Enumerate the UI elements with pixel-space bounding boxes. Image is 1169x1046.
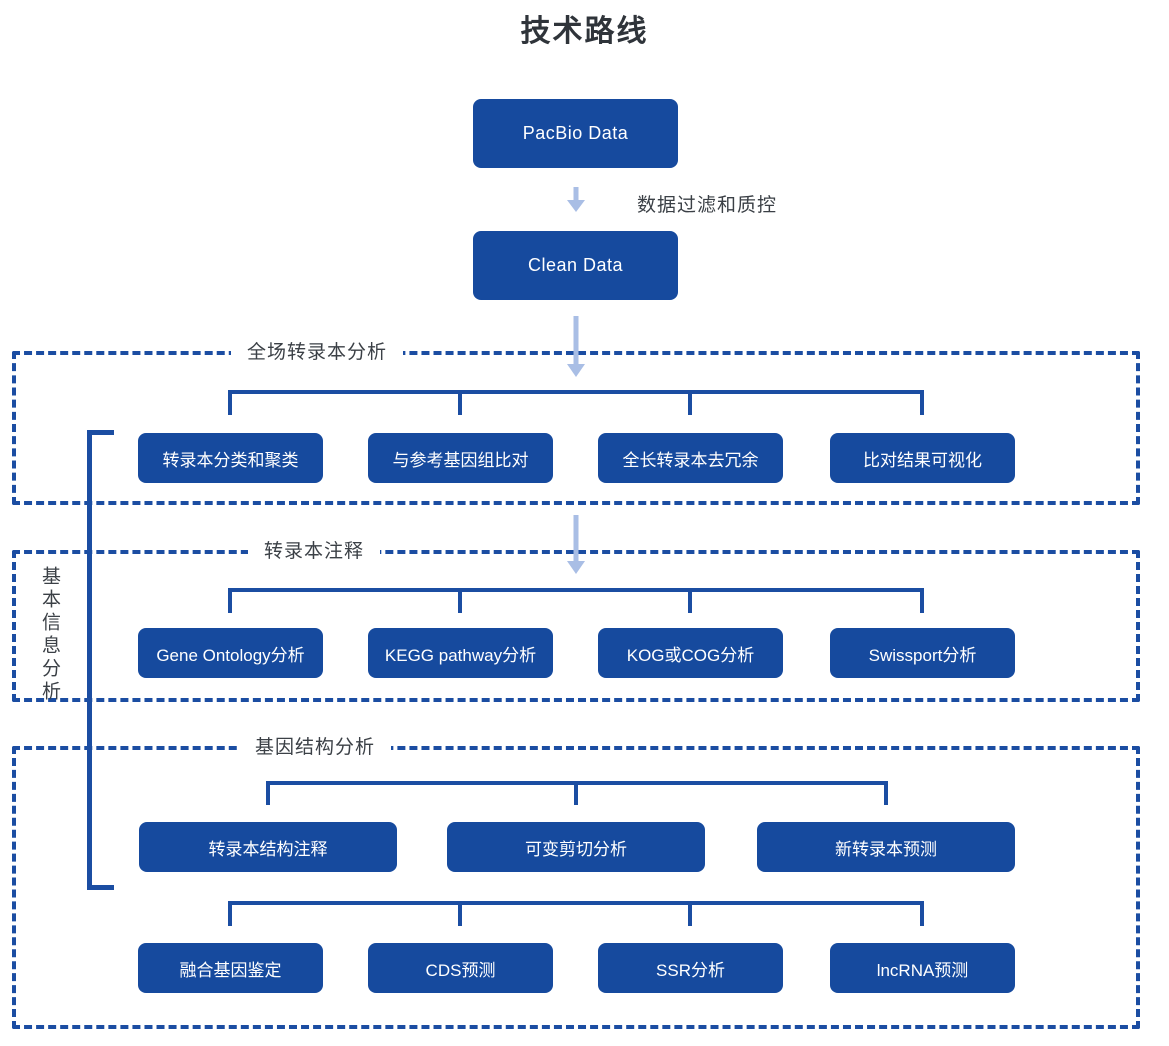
connector-line [884,781,888,805]
connector-line [228,901,232,926]
connector-line [688,390,692,415]
down-arrow-icon [567,316,585,377]
section-gene-structure: 基因结构分析 [12,735,1140,1029]
node-label: lncRNA预测 [876,960,969,980]
group-bracket-line [87,430,92,890]
node-label: 全长转录本去冗余 [622,450,759,470]
node-cds-prediction: CDS预测 [368,943,553,993]
node-pacbio-data: PacBio Data [473,99,678,168]
group-bracket-line [87,430,114,435]
node-lncrna-prediction: lncRNA预测 [830,943,1015,993]
connector-line [458,901,462,926]
node-label: 转录本分类和聚类 [162,450,299,470]
connector-line [228,588,924,592]
node-label: SSR分析 [656,960,725,980]
connector-line [920,901,924,926]
node-label: 转录本结构注释 [208,839,328,859]
node-kegg-pathway: KEGG pathway分析 [368,628,553,678]
node-genome-alignment: 与参考基因组比对 [368,433,553,483]
group-bracket-line [87,885,114,890]
node-fusion-gene: 融合基因鉴定 [138,943,323,993]
connector-line [688,588,692,613]
section-title: 基因结构分析 [239,735,392,761]
node-label: KOG或COG分析 [626,645,755,665]
node-label: 融合基因鉴定 [179,960,282,980]
node-ssr-analysis: SSR分析 [598,943,783,993]
node-label: PacBio Data [522,123,629,143]
node-swissport: Swissport分析 [830,628,1015,678]
connector-line [266,781,270,805]
connector-line [228,390,924,394]
node-novel-transcript: 新转录本预测 [757,822,1015,872]
node-label: 新转录本预测 [835,839,937,859]
section-title: 转录本注释 [248,539,381,565]
node-structure-annotation: 转录本结构注释 [139,822,397,872]
node-label: 可变剪切分析 [525,839,627,859]
connector-line [574,781,578,805]
page-title: 技术路线 [520,15,649,48]
connector-line [228,390,232,415]
node-remove-redundancy: 全长转录本去冗余 [598,433,783,483]
connector-line [920,390,924,415]
node-label: 与参考基因组比对 [392,450,529,470]
connector-line [920,588,924,613]
connector-line [228,588,232,613]
node-transcript-cluster: 转录本分类和聚类 [138,433,323,483]
node-gene-ontology: Gene Ontology分析 [138,628,323,678]
node-label: KEGG pathway分析 [384,645,537,665]
node-label: Gene Ontology分析 [156,645,305,665]
connector-line [688,901,692,926]
node-kog-cog: KOG或COG分析 [598,628,783,678]
section-title: 全场转录本分析 [231,340,404,366]
connector-line [458,588,462,613]
node-label: Clean Data [527,255,624,275]
qc-step-label: 数据过滤和质控 [637,195,778,216]
connector-line [228,901,924,905]
node-label: Swissport分析 [868,645,977,665]
down-arrow-icon [567,187,585,212]
group-label-basic-info: 基本信息分析 [39,566,60,704]
node-label: CDS预测 [425,960,496,980]
node-alignment-visualization: 比对结果可视化 [830,433,1015,483]
node-alternative-splicing: 可变剪切分析 [447,822,705,872]
node-label: 比对结果可视化 [863,450,982,470]
connector-line [458,390,462,415]
down-arrow-icon [567,515,585,574]
node-clean-data: Clean Data [473,231,678,300]
